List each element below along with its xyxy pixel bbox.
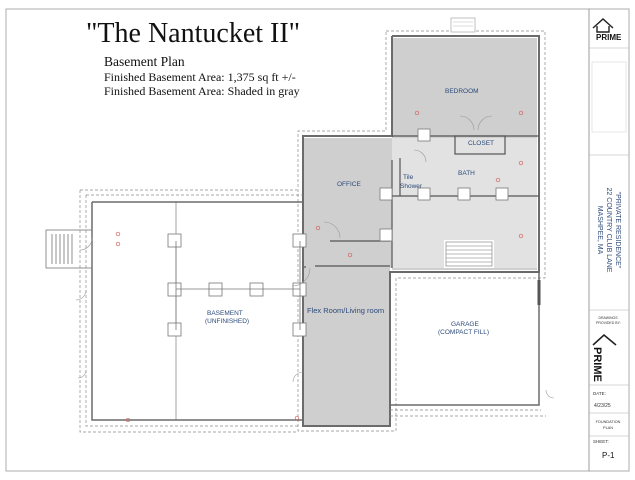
footing-outline [79,30,546,433]
room-label-tile: Tile [403,174,414,181]
column-pads [167,128,509,337]
room-label-unfinished: (UNFINISHED) [205,318,250,325]
drawn-by-line-1: DRAWINGS [598,316,618,320]
room-label-flex: Flex Room/Living room [307,306,385,315]
finished-area-note: Finished Basement Area: 1,375 sq ft +/- [104,70,296,84]
project-street: 22 COUNTRY CLUB LANE [605,187,612,273]
revision-table [591,61,627,133]
logo-house-icon-2 [592,333,617,346]
basement-walls [91,201,303,421]
logo-vertical-wordmark: PRIME [591,347,603,382]
sheet-label: SHEET: [593,439,609,444]
stair [445,241,493,267]
chimney-stub [450,17,476,33]
fixture-marks [115,110,524,423]
garage-walls [390,271,541,406]
room-label-closet: CLOSET [468,140,495,147]
room-label-bath: BATH [458,170,475,177]
room-label-basement: BASEMENT [207,310,243,317]
date-value: 4/23/25 [594,403,611,409]
foundation-walls [302,35,540,427]
drawn-by-line-2: PROVIDED BY: [596,321,621,325]
plan-subtitle: Basement Plan [104,54,185,69]
project-name: "PRIVATE RESIDENCE" [614,191,621,269]
room-label-compact-fill: (COMPACT FILL) [438,329,490,336]
bulkhead-stair [45,229,93,269]
sheet-type-line-2: PLAN [603,426,613,430]
sheet-type: FOUNDATION PLAN [592,419,624,431]
title-block-border [588,8,630,472]
beam-lines [175,241,301,330]
logo-house-icon [592,18,614,33]
room-label-garage: GARAGE [451,321,479,328]
project-town: MASHPEE, MA [596,205,603,255]
sheet-type-line-1: FOUNDATION [595,420,621,424]
drawn-by-label: DRAWINGS PROVIDED BY: [596,316,621,326]
room-label-office: OFFICE [337,181,361,188]
interior-walls [304,135,539,268]
project-address: "PRIVATE RESIDENCE" 22 COUNTRY CLUB LANE… [595,160,622,300]
title-block-dividers [589,47,629,437]
room-label-shower: Shower [400,183,423,190]
date-label: DATE: [593,391,606,396]
room-label-bedroom: BEDROOM [445,88,479,95]
logo-wordmark: PRIME [596,33,622,42]
sheet-number: P-1 [602,451,615,460]
plan-title: "The Nantucket II" [86,18,301,49]
shaded-area-note: Finished Basement Area: Shaded in gray [104,84,300,98]
door-swings [75,115,555,399]
